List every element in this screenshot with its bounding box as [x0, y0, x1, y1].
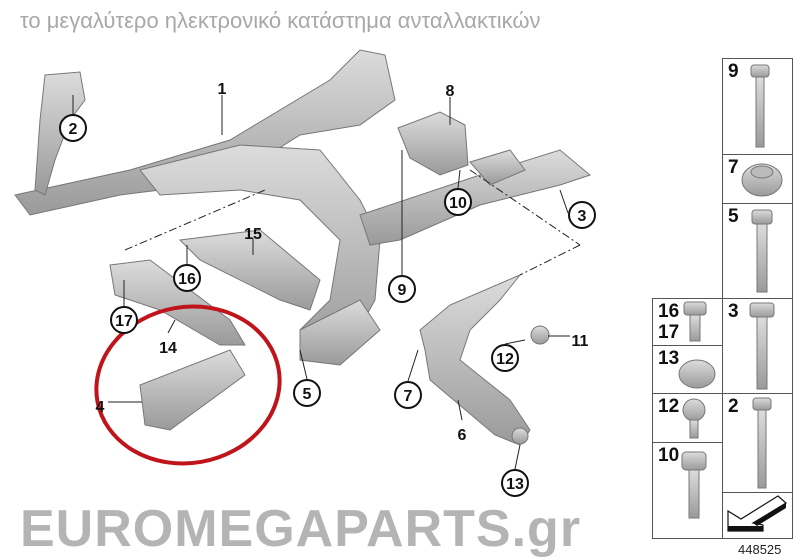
callout-11[interactable]: 11: [572, 333, 589, 350]
callout-number: 13: [506, 476, 524, 493]
callout-1[interactable]: 1: [218, 81, 227, 98]
callout-number: 6: [458, 427, 467, 444]
bolt-9-icon: [750, 64, 770, 78]
callout-number: 17: [115, 313, 133, 330]
callout-number: 1: [218, 81, 227, 98]
part-number: 5: [728, 206, 739, 227]
part-number: 3: [728, 301, 739, 322]
callout-number: 12: [496, 351, 514, 368]
callout-9[interactable]: 9: [388, 275, 416, 303]
callout-circle: [173, 264, 201, 292]
callout-number: 2: [69, 121, 78, 138]
bolt-3-icon: [749, 302, 775, 318]
part-number: 13: [658, 348, 680, 369]
callout-number: 7: [404, 388, 413, 405]
part-number: 7: [728, 157, 739, 178]
leader-lines: [72, 95, 581, 470]
ball-joint[interactable]: [511, 325, 550, 445]
callout-circle: [501, 469, 529, 497]
callout-6[interactable]: 6: [458, 427, 467, 444]
diagram-number: 448525: [738, 542, 782, 557]
callout-7[interactable]: 7: [394, 381, 422, 409]
direction-arrow-cell: [722, 492, 793, 539]
callout-15[interactable]: 15: [244, 226, 262, 243]
bolt-16-17-icon: [683, 301, 707, 316]
callout-number: 9: [398, 282, 407, 299]
callout-14[interactable]: 14: [159, 340, 177, 357]
callout-number: 15: [244, 226, 262, 243]
callout-circle: [491, 344, 519, 372]
callout-circle: [394, 381, 422, 409]
part-number: 12: [658, 396, 680, 417]
direction-arrow-icon: [727, 495, 788, 532]
part-cell-10[interactable]: 10: [652, 442, 723, 539]
callout-circle: [59, 114, 87, 142]
bolt-10-icon: [681, 451, 707, 471]
callout-number: 5: [303, 386, 312, 403]
rubber-mount[interactable]: [397, 111, 526, 186]
callout-circle: [110, 306, 138, 334]
callout-number: 4: [96, 399, 105, 416]
callout-number: 11: [572, 333, 589, 350]
callout-16[interactable]: 16: [173, 264, 201, 292]
screw-12-icon: [682, 398, 706, 422]
bolt-5-icon: [751, 209, 773, 225]
callout-circle: [568, 201, 596, 229]
callout-number: 8: [446, 83, 455, 100]
callout-number: 3: [578, 208, 587, 225]
reinforcement-plate[interactable]: [109, 229, 321, 346]
part-number: 10: [658, 445, 680, 466]
callout-circle: [293, 379, 321, 407]
callout-13[interactable]: 13: [501, 469, 529, 497]
callout-number: 10: [449, 195, 467, 212]
callout-8[interactable]: 8: [446, 83, 455, 100]
part-number: 2: [728, 396, 739, 417]
bolt-2-icon: [752, 397, 772, 411]
nut-13-icon: [678, 359, 716, 389]
callout-12[interactable]: 12: [491, 344, 519, 372]
callout-3[interactable]: 3: [568, 201, 596, 229]
callout-10[interactable]: 10: [444, 188, 472, 216]
callout-5[interactable]: 5: [293, 379, 321, 407]
strut-brace[interactable]: [139, 349, 246, 431]
callout-4[interactable]: 4: [96, 399, 105, 416]
callout-number: 14: [159, 340, 177, 357]
callout-circle: [388, 275, 416, 303]
part-number: 17: [658, 322, 680, 343]
highlight-circle: [94, 304, 282, 466]
callout-circle: [444, 188, 472, 216]
part-number: 9: [728, 61, 739, 82]
callout-2[interactable]: 2: [59, 114, 87, 142]
callout-17[interactable]: 17: [110, 306, 138, 334]
callout-number: 16: [178, 271, 196, 288]
subframe[interactable]: [14, 49, 592, 366]
part-number: 16: [658, 301, 680, 322]
